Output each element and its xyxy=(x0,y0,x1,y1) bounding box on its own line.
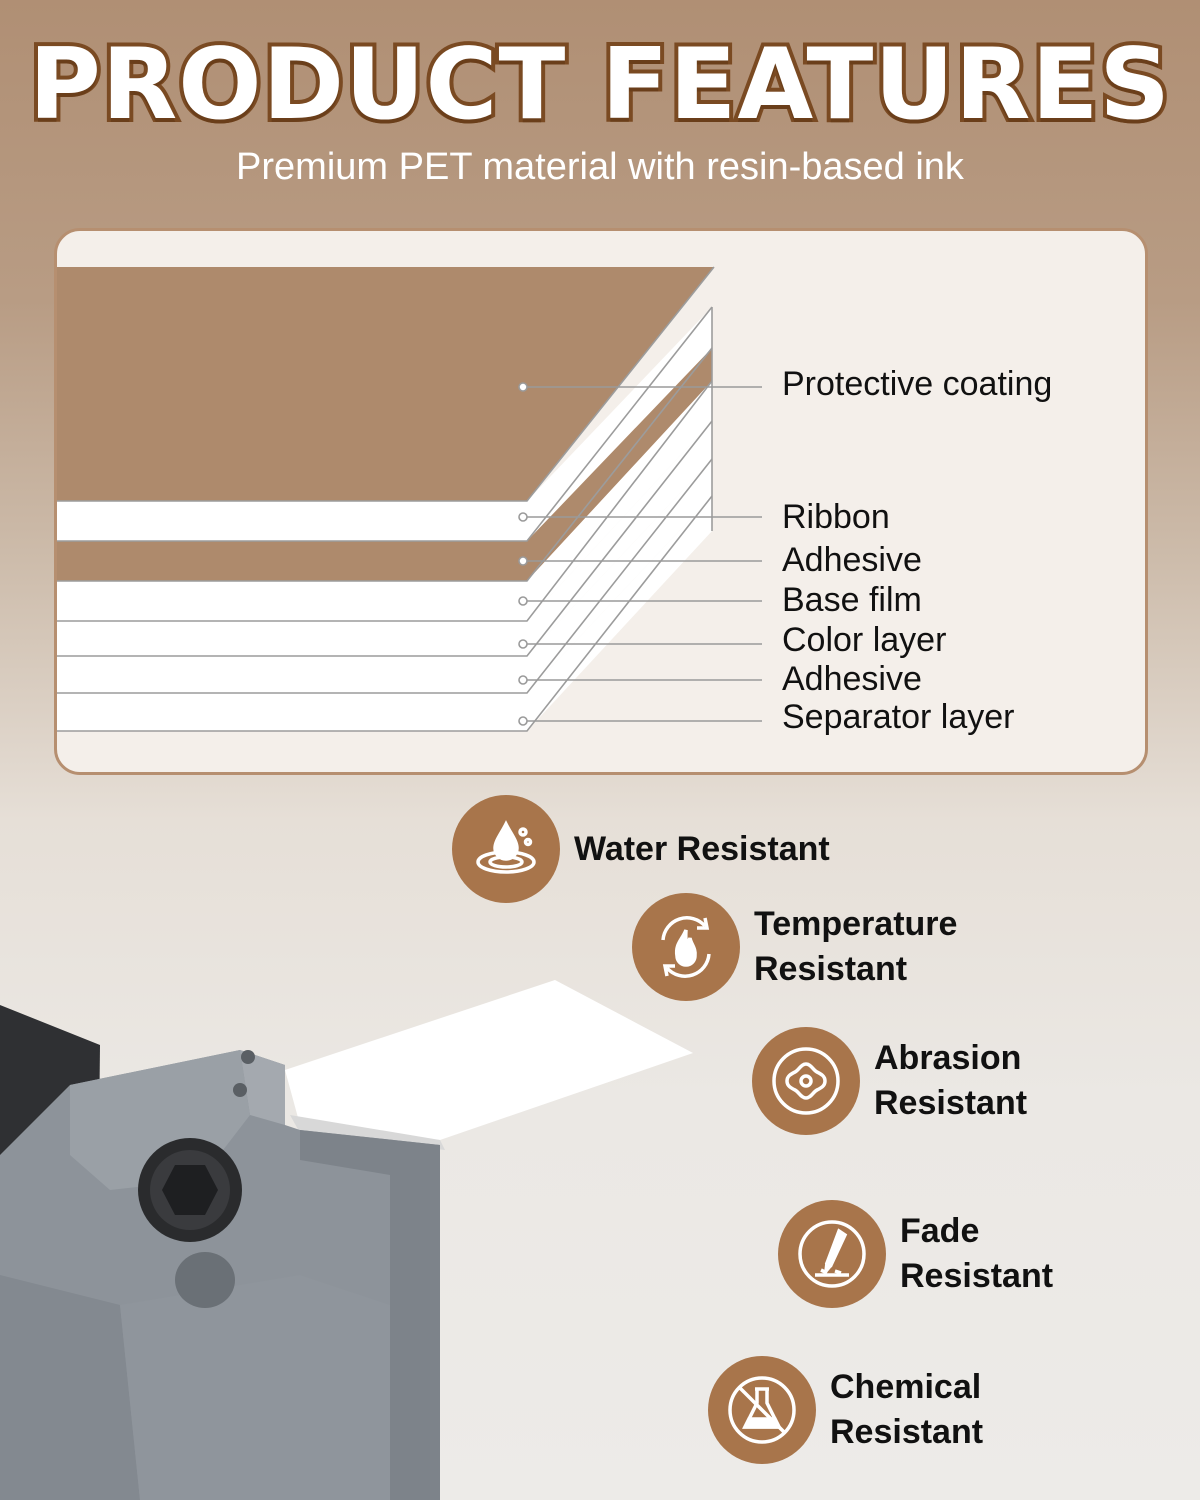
feature-subtitle: Resistant xyxy=(874,1084,1028,1122)
layer-label-base-film: Base film xyxy=(782,581,922,619)
layer-label-adhesive-2: Adhesive xyxy=(782,660,922,698)
feature-title: Water Resistant xyxy=(574,829,830,868)
flame-cycle-icon xyxy=(632,893,740,1001)
feature-subtitle: Resistant xyxy=(754,950,908,988)
feature-title: Temperature xyxy=(754,905,958,944)
layer-label-protective-coating: Protective coating xyxy=(782,365,1053,403)
layer-label-separator-layer: Separator layer xyxy=(782,698,1015,736)
layer-adhesive-top xyxy=(57,348,712,581)
fade-pen-icon xyxy=(778,1200,886,1308)
feature-title: Abrasion xyxy=(874,1039,1022,1078)
abrasion-icon xyxy=(752,1027,860,1135)
feature-chemical-resistant: Chemical Resistant xyxy=(708,1356,983,1464)
layer-stack-illustration xyxy=(57,266,762,732)
feature-subtitle: Resistant xyxy=(900,1257,1054,1295)
layer-label-ribbon: Ribbon xyxy=(782,498,890,536)
water-drop-icon xyxy=(452,795,560,903)
chemical-flask-icon xyxy=(708,1356,816,1464)
feature-temperature-resistant: Temperature Resistant xyxy=(632,893,957,1001)
feature-title: Chemical xyxy=(830,1368,982,1407)
feature-fade-resistant: Fade Resistant xyxy=(778,1200,1053,1308)
feature-subtitle: Resistant xyxy=(830,1413,984,1451)
feature-water-resistant: Water Resistant xyxy=(452,795,830,903)
layer-separator xyxy=(57,496,712,731)
layer-color xyxy=(57,421,712,656)
layer-label-color-layer: Color layer xyxy=(782,621,947,659)
layer-ribbon xyxy=(57,307,712,541)
label-cassette-illustration xyxy=(0,980,693,1500)
feature-title: Fade xyxy=(900,1212,980,1251)
layer-adhesive-bottom xyxy=(57,459,712,693)
layer-label-adhesive: Adhesive xyxy=(782,541,922,579)
feature-abrasion-resistant: Abrasion Resistant xyxy=(752,1027,1027,1135)
layer-protective-coating xyxy=(57,267,714,501)
page-title: PRODUCT FEATURES xyxy=(25,24,1174,146)
page-subtitle: Premium PET material with resin-based in… xyxy=(236,146,964,188)
layer-diagram: Protective coating Ribbon Adhesive Base … xyxy=(54,228,1148,775)
